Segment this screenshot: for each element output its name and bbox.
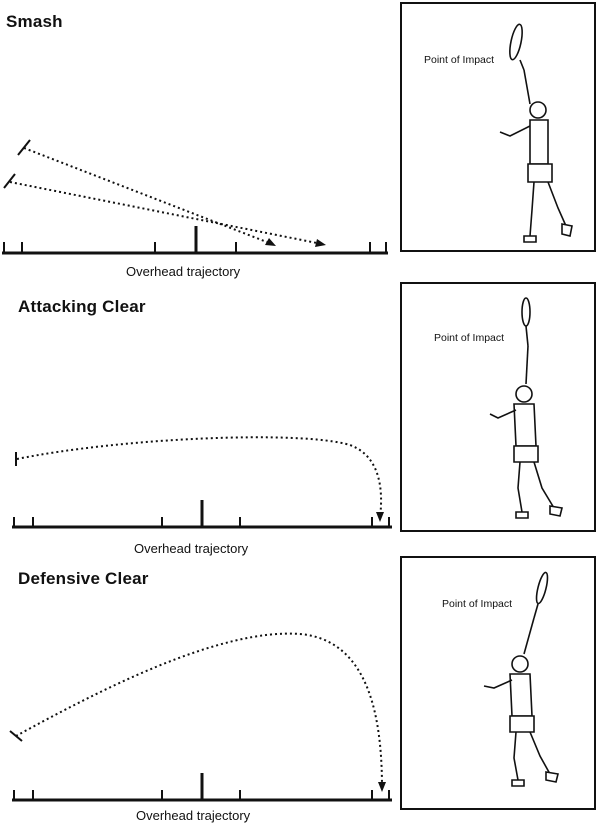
smash-trajectory-steep [23, 147, 273, 245]
player-figure [499, 23, 573, 243]
defensive-clear-trajectory [15, 632, 383, 789]
smash-trajectory-diagram [2, 139, 388, 255]
defensive-clear-trajectory-diagram [9, 632, 392, 802]
arrow-head [265, 238, 276, 246]
smash-title: Smash [6, 12, 63, 31]
arrow-head [315, 239, 326, 247]
defensive-clear-caption: Overhead trajectory [136, 808, 251, 823]
smash-impact-label: Point of Impact [424, 54, 495, 66]
arrow-head [378, 782, 386, 792]
smash-caption: Overhead trajectory [126, 264, 241, 279]
defensive-clear-title: Defensive Clear [18, 569, 149, 588]
attacking-clear-title: Attacking Clear [18, 297, 146, 316]
attacking-clear-figure-panel: Point of Impact [400, 282, 596, 532]
smash-trajectory-flat [9, 181, 323, 245]
attacking-clear-trajectory [16, 436, 383, 519]
racket-mark [17, 139, 31, 156]
racket-mark [3, 173, 16, 189]
defensive-clear-figure-panel: Point of Impact [400, 556, 596, 810]
attacking-clear-trajectory-diagram [12, 436, 392, 529]
attacking-clear-impact-label: Point of Impact [434, 332, 505, 344]
smash-figure-panel: Point of Impact [400, 2, 596, 252]
defensive-clear-impact-label: Point of Impact [442, 598, 513, 610]
player-figure [483, 571, 559, 787]
player-figure [489, 297, 563, 519]
arrow-head [376, 512, 384, 522]
attacking-clear-caption: Overhead trajectory [134, 541, 249, 556]
